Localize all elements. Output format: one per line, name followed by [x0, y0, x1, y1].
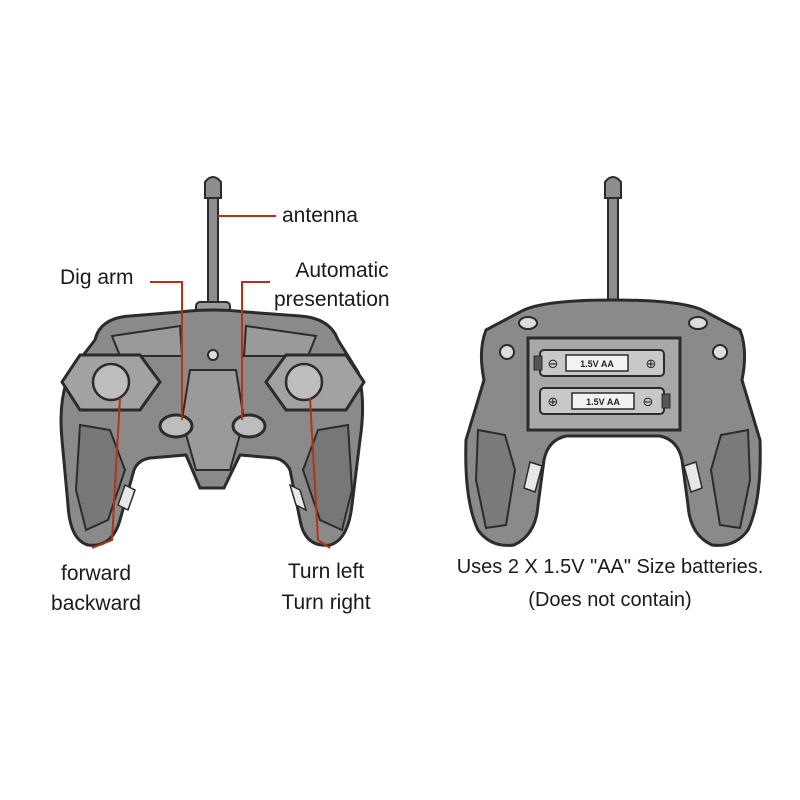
right-grip-highlight	[288, 483, 308, 512]
label-automatic: Automatic	[295, 259, 389, 282]
back-right-grip	[709, 428, 752, 530]
top-right-panel	[242, 324, 318, 357]
back-left-grip-highlight	[523, 461, 543, 493]
battery-bottom-label-box	[571, 392, 635, 410]
back-antenna-rod	[607, 194, 619, 308]
battery-bottom-label: 1.5V AA	[586, 397, 620, 407]
battery-caption-line1: Uses 2 X 1.5V "AA" Size batteries.	[456, 556, 764, 578]
battery-top-terminal	[533, 355, 543, 371]
leader-forward	[91, 397, 121, 549]
leader-lines	[91, 215, 331, 549]
left-stick	[91, 362, 131, 402]
screw-mid-right	[712, 344, 728, 360]
screw-top-right	[688, 316, 708, 330]
label-presentation: presentation	[274, 288, 390, 311]
antenna-rod	[207, 194, 219, 311]
automatic-presentation-button	[231, 413, 267, 439]
left-grip-panel	[74, 423, 127, 532]
screw-top-left	[518, 316, 538, 330]
antenna-tip	[204, 176, 222, 199]
battery-bottom-plus: ⊕	[548, 395, 559, 410]
center-indicator-dot	[207, 349, 219, 361]
label-antenna: antenna	[282, 204, 358, 227]
battery-top-plus: ⊕	[646, 357, 657, 372]
screw-mid-left	[499, 344, 515, 360]
front-controller	[59, 176, 366, 547]
back-antenna-tip	[604, 176, 622, 199]
back-controller: 1.5V AA 1.5V AA ⊖ ⊕ ⊕ ⊖	[464, 176, 762, 547]
leader-automatic	[241, 281, 270, 420]
battery-top-label: 1.5V AA	[580, 359, 614, 369]
battery-bottom-minus: ⊖	[643, 395, 654, 410]
label-turn-right: Turn right	[281, 591, 371, 614]
label-dig-arm: Dig arm	[60, 266, 134, 289]
left-grip-highlight	[117, 483, 136, 512]
dig-arm-button	[158, 413, 194, 439]
battery-caption-line2: (Does not contain)	[528, 589, 692, 611]
leader-turn	[309, 397, 331, 549]
label-turn-left: Turn left	[287, 560, 365, 583]
label-forward: forward	[60, 562, 132, 585]
battery-top-minus: ⊖	[548, 357, 559, 372]
back-left-grip	[474, 428, 517, 530]
back-right-grip-highlight	[683, 461, 703, 493]
battery-top-label-box	[565, 354, 629, 372]
battery-bottom-terminal	[661, 393, 671, 409]
right-stick	[284, 362, 324, 402]
leader-dig-arm	[150, 281, 183, 420]
label-backward: backward	[51, 592, 141, 615]
